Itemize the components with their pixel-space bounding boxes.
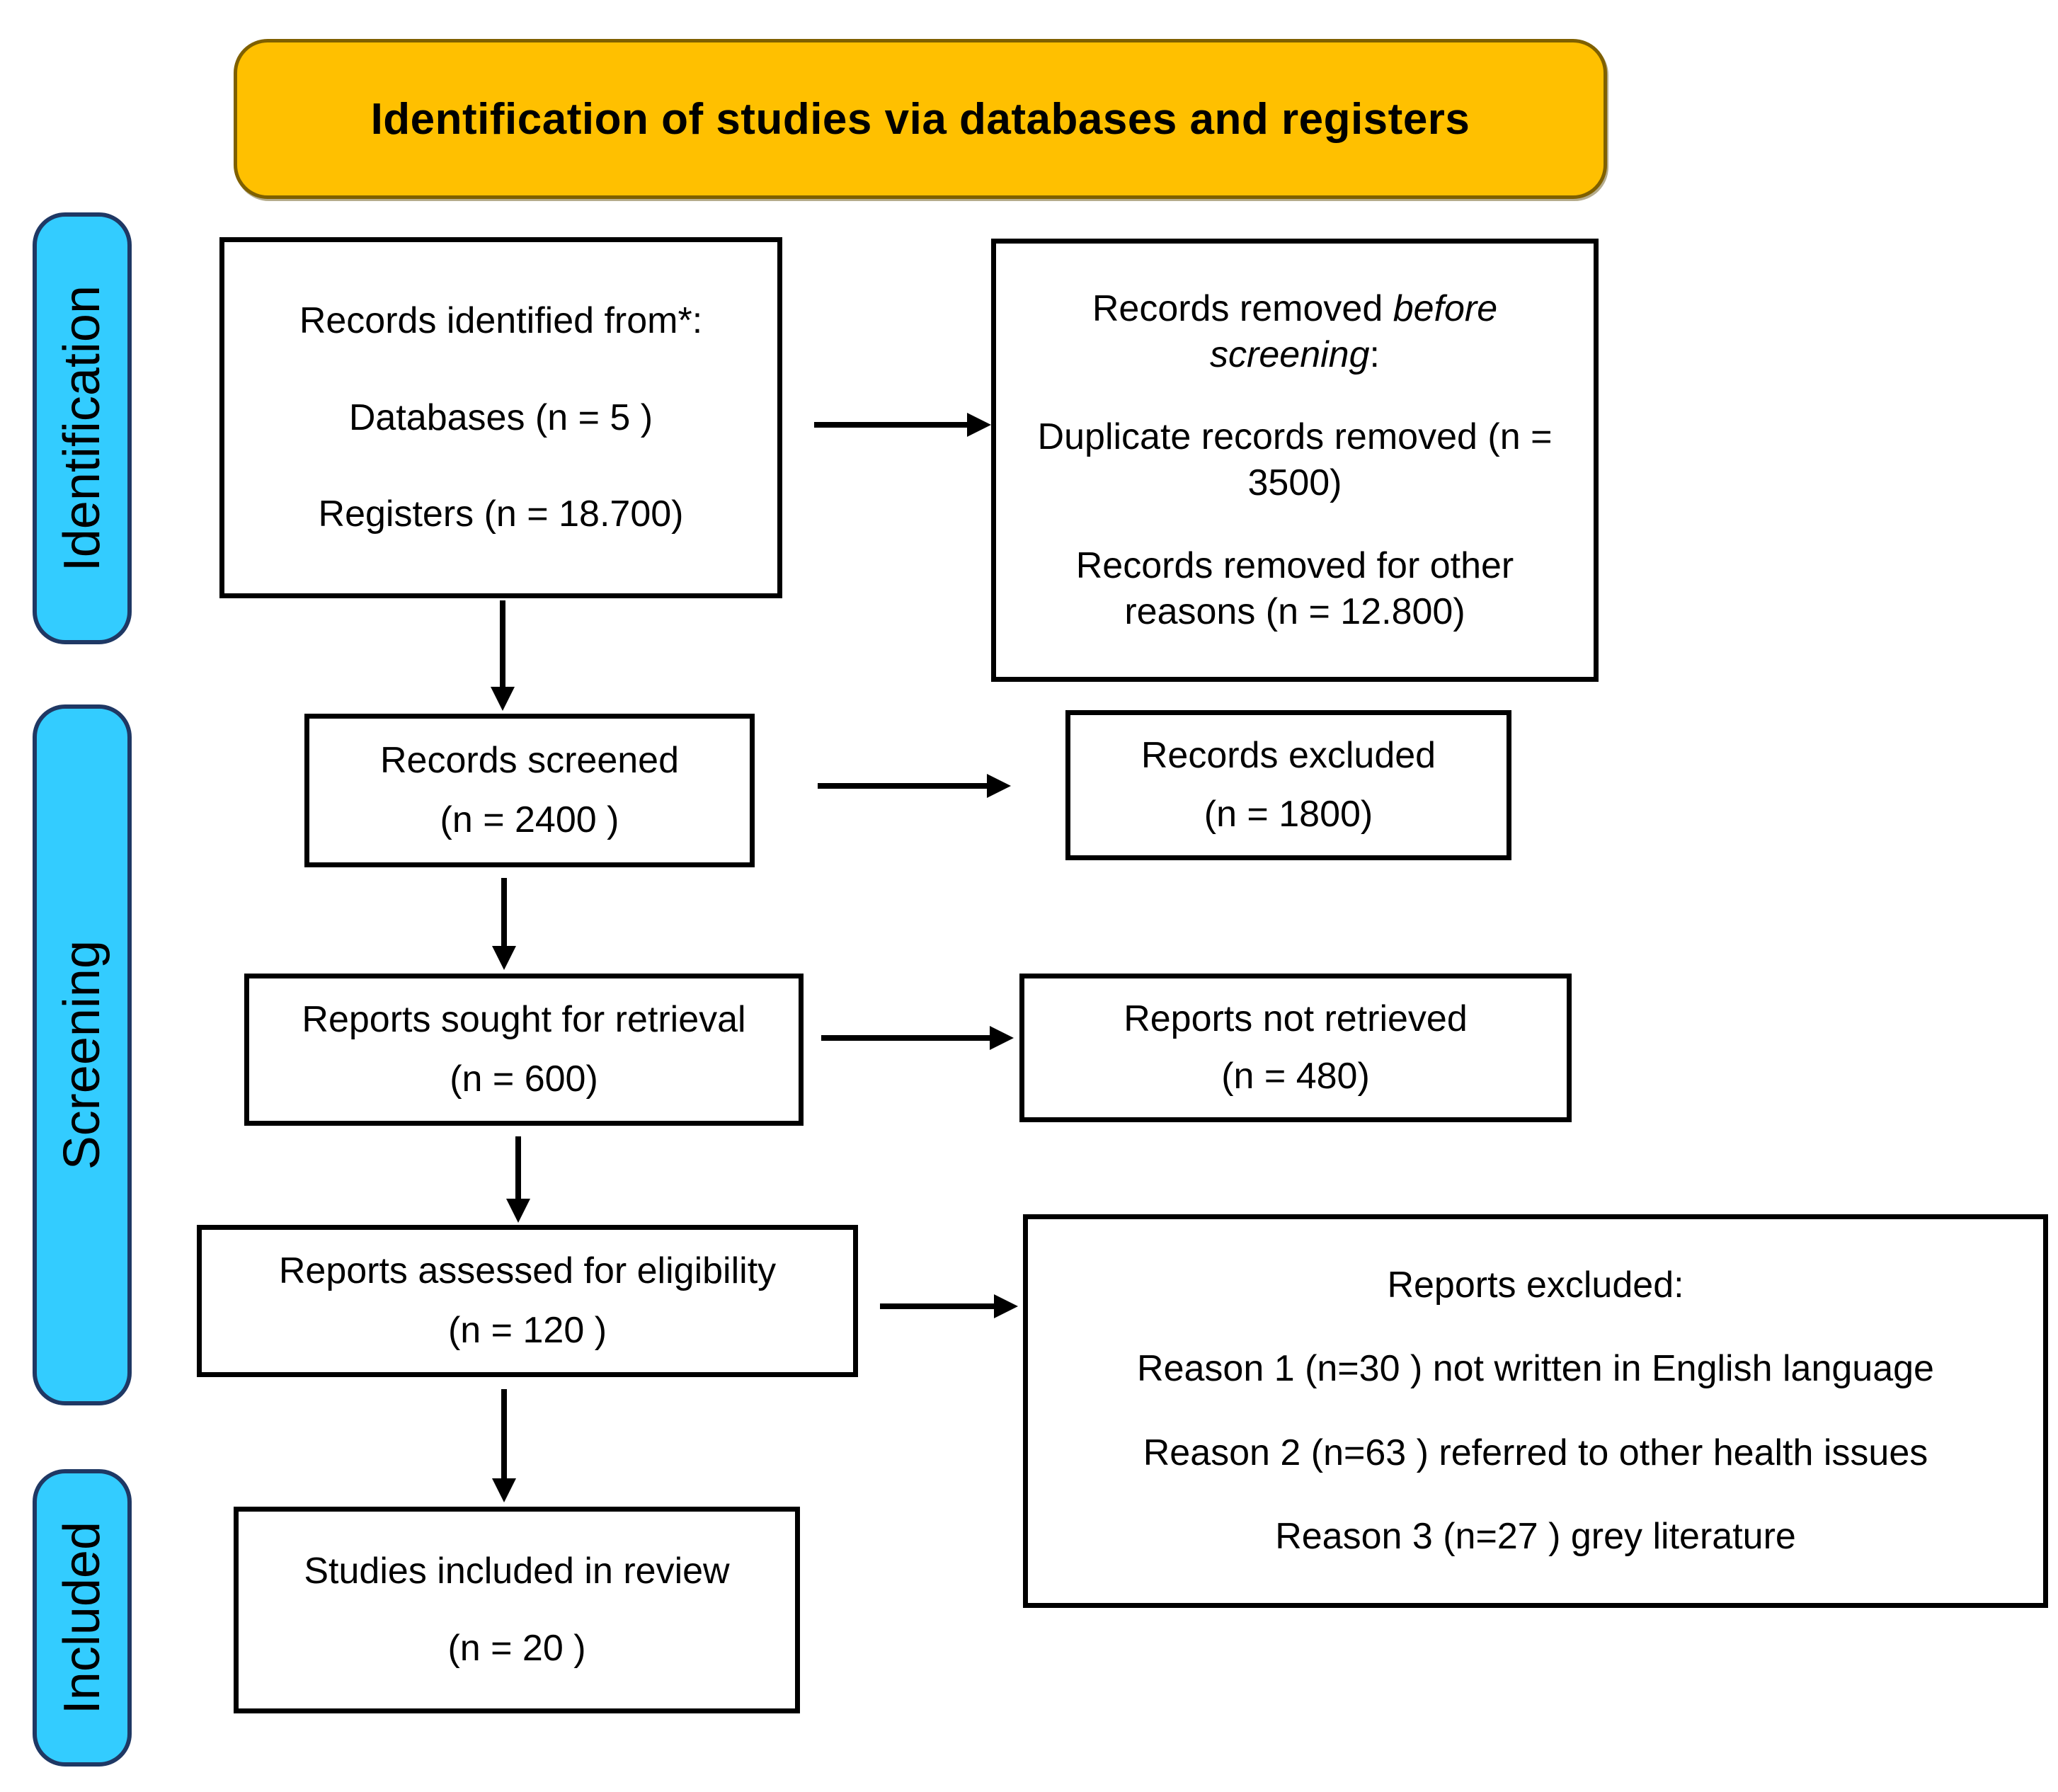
arrow-sought-to-not-retrieved [821,1026,1014,1050]
records-removed-heading-suffix: : [1369,333,1380,375]
stage-included-label: Included [54,1521,110,1715]
arrowhead-down-icon [506,1199,530,1223]
arrowhead-down-icon [492,1478,516,1502]
arrowhead-right-icon [967,413,991,437]
records-screened-count: (n = 2400 ) [440,799,619,840]
diagram-title: Identification of studies via databases … [370,94,1470,144]
arrowhead-right-icon [987,774,1011,798]
arrow-screened-to-sought [492,878,516,970]
studies-included-count: (n = 20 ) [447,1628,586,1669]
arrow-assessed-to-reports-excluded [880,1294,1018,1318]
records-identified-registers: Registers (n = 18.700) [318,493,684,535]
stage-screening: Screening [33,704,132,1405]
reports-excluded-reason-3: Reason 3 (n=27 ) grey literature [1275,1515,1796,1557]
records-excluded-label: Records excluded [1141,735,1436,777]
box-studies-included: Studies included in review (n = 20 ) [234,1507,800,1713]
reports-assessed-label: Reports assessed for eligibility [278,1250,777,1292]
arrow-shaft [814,422,967,428]
reports-excluded-reason-2: Reason 2 (n=63 ) referred to other healt… [1143,1432,1928,1473]
arrow-identified-to-removed [814,413,991,437]
arrowhead-right-icon [994,1294,1018,1318]
arrow-shaft [818,783,987,789]
arrow-screened-to-excluded [818,774,1011,798]
arrow-shaft [880,1303,994,1309]
box-records-removed: Records removed before screening: Duplic… [991,239,1599,682]
records-removed-heading-prefix: Records removed [1092,287,1393,329]
arrow-shaft [821,1035,990,1041]
reports-excluded-label: Reports excluded: [1387,1265,1684,1306]
records-removed-heading: Records removed before screening: [1013,286,1577,378]
records-removed-heading-italic: before screening [1210,287,1498,375]
stage-identification: Identification [33,212,132,644]
reports-sought-count: (n = 600) [450,1058,598,1100]
stage-identification-label: Identification [54,285,110,572]
arrow-sought-to-assessed [506,1136,530,1223]
box-reports-excluded: Reports excluded: Reason 1 (n=30 ) not w… [1023,1214,2048,1608]
box-records-screened: Records screened (n = 2400 ) [304,714,755,867]
box-reports-not-retrieved: Reports not retrieved (n = 480) [1019,974,1572,1122]
box-records-excluded: Records excluded (n = 1800) [1065,710,1511,860]
arrowhead-right-icon [990,1026,1014,1050]
reports-assessed-count: (n = 120 ) [447,1309,607,1351]
arrowhead-down-icon [491,687,515,711]
arrow-identified-to-screened [491,600,515,711]
arrow-assessed-to-included [492,1389,516,1502]
records-identified-databases: Databases (n = 5 ) [348,396,653,438]
box-reports-sought: Reports sought for retrieval (n = 600) [244,974,804,1126]
records-screened-label: Records screened [380,740,679,781]
records-identified-heading: Records identified from*: [299,300,703,342]
stage-included: Included [33,1469,132,1767]
box-records-identified: Records identified from*: Databases (n =… [219,237,782,598]
arrowhead-down-icon [492,946,516,970]
diagram-title-banner: Identification of studies via databases … [234,39,1607,199]
arrow-shaft [501,878,507,946]
reports-not-retrieved-label: Reports not retrieved [1124,998,1468,1039]
reports-excluded-reason-1: Reason 1 (n=30 ) not written in English … [1137,1348,1934,1390]
studies-included-label: Studies included in review [304,1551,730,1592]
records-excluded-count: (n = 1800) [1204,793,1373,835]
arrow-shaft [515,1136,521,1199]
box-reports-assessed: Reports assessed for eligibility (n = 12… [197,1225,858,1377]
reports-not-retrieved-count: (n = 480) [1221,1056,1370,1097]
reports-sought-label: Reports sought for retrieval [302,999,746,1041]
stage-screening-label: Screening [54,940,110,1170]
arrow-shaft [501,1389,507,1478]
arrow-shaft [500,600,505,687]
records-removed-other: Records removed for other reasons (n = 1… [1075,544,1514,632]
records-removed-duplicates: Duplicate records removed (n = 3500) [1037,416,1553,503]
